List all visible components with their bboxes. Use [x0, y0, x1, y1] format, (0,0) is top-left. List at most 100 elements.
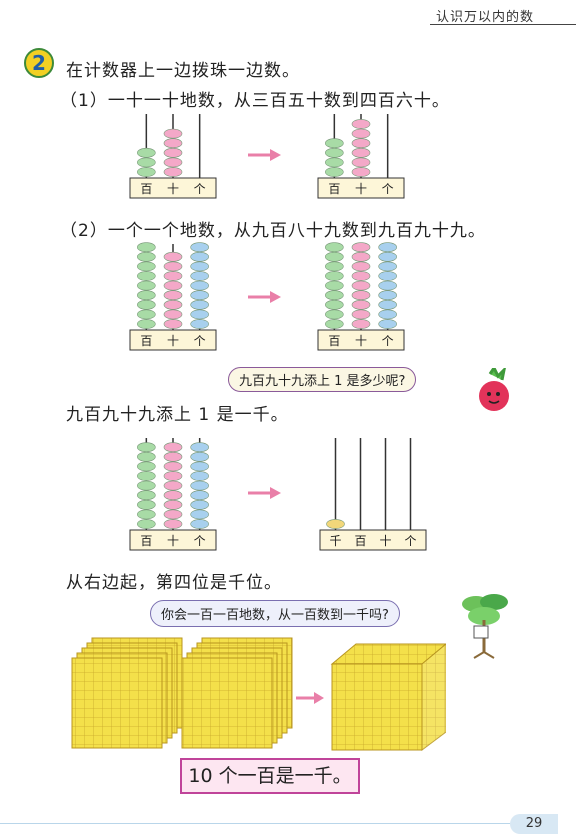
abacus-place-label: 百 — [354, 534, 366, 548]
abacus-place-label: 十 — [355, 334, 367, 348]
abacus-bead — [325, 261, 344, 272]
arrow-icon — [248, 291, 281, 303]
abacus-bead — [351, 251, 371, 262]
abacus-place-label: 个 — [194, 534, 206, 548]
answer-statement: 九百九十九添上 1 是一千。 — [66, 405, 289, 425]
abacus-bead — [163, 499, 183, 510]
abacus-bead — [137, 442, 156, 453]
arrow-icon — [248, 149, 281, 161]
abacus-bead — [325, 280, 344, 291]
part1-text: （1）一十一十地数，从三百五十数到四百六十。 — [60, 91, 450, 111]
abacus-bead — [190, 499, 209, 510]
abacus-bead — [378, 290, 397, 301]
abacus-bead — [190, 280, 209, 291]
abacus-bead — [351, 271, 371, 281]
abacus-bead — [137, 480, 156, 491]
abacus-bead — [325, 167, 344, 177]
plant-character-icon — [462, 594, 508, 659]
abacus-bead — [190, 480, 209, 491]
abacus-place-label: 百 — [140, 182, 152, 196]
abacus-bead — [378, 251, 397, 262]
abacus-bead — [163, 128, 183, 139]
abacus-bead — [325, 271, 344, 281]
abacus-place-label: 十 — [167, 334, 179, 348]
abacus-bead — [378, 261, 397, 272]
abacus-bead — [325, 138, 344, 149]
abacus-place-label: 个 — [194, 334, 206, 348]
abacus-bead — [163, 280, 183, 291]
abacus-bead — [190, 490, 209, 501]
abacus-bead — [137, 309, 156, 320]
abacus-bead — [325, 251, 344, 262]
abacus-bead — [378, 309, 397, 320]
abacus-place-label: 百 — [328, 182, 340, 196]
abacus-place-label: 十 — [167, 534, 179, 548]
abacus-bead — [137, 271, 156, 281]
abacus-bead — [325, 147, 344, 158]
abacus-bead — [163, 251, 183, 262]
footer-rule — [0, 823, 510, 824]
abacus-bead — [163, 147, 183, 158]
abacus-place-label: 十 — [355, 182, 367, 196]
abacus-bead — [163, 519, 183, 529]
abacus-bead — [137, 242, 156, 253]
abacus-bead — [351, 280, 371, 291]
abacus-bead — [137, 499, 156, 510]
abacus-bead — [137, 451, 156, 462]
abacus-bead — [351, 242, 371, 253]
abacus-bead — [325, 242, 344, 253]
abacus-place-label: 个 — [382, 334, 394, 348]
abacus-bead — [163, 509, 183, 520]
abacus-bead — [190, 309, 209, 320]
part2-text: （2）一个一个地数，从九百八十九数到九百九十九。 — [60, 221, 486, 241]
abacus-bead — [163, 167, 183, 177]
abacus-bead — [163, 490, 183, 501]
abacus-bead — [190, 251, 209, 262]
abacus-base — [129, 329, 217, 351]
abacus-bead — [163, 290, 183, 301]
abacus-bead — [163, 461, 183, 472]
abacus-bead — [137, 519, 156, 529]
abacus-bead — [326, 519, 345, 529]
abacus-base — [129, 529, 217, 551]
abacus-bead — [325, 319, 344, 329]
base-ten-blocks — [71, 637, 446, 751]
question-bubble-1: 九百九十九添上 1 是多少呢? — [228, 367, 417, 392]
abacus-bead — [137, 251, 156, 262]
abacus-bead — [137, 261, 156, 272]
abacus-bead — [163, 261, 183, 272]
chapter-title: 认识万以内的数 — [435, 10, 534, 25]
abacus-bead — [190, 451, 209, 462]
abacus-bead — [190, 271, 209, 281]
abacus-bead — [137, 471, 156, 481]
abacus-bead — [190, 319, 209, 329]
abacus-bead — [137, 147, 156, 158]
arrow-icon — [296, 692, 324, 704]
abacus-place-label: 十 — [167, 182, 179, 196]
exercise-number-badge: 2 — [24, 48, 54, 78]
abacus-bead — [351, 290, 371, 301]
hundred-flats-stack-1 — [71, 637, 183, 749]
abacus-bead — [163, 442, 183, 453]
abacus-bead — [351, 138, 371, 149]
abacus-bead — [190, 509, 209, 520]
abacus-place-label: 十 — [379, 534, 391, 548]
exercise-instruction: 在计数器上一边拨珠一边数。 — [66, 61, 300, 81]
abacus-bead — [325, 290, 344, 301]
abacus-bead — [325, 157, 344, 168]
abacus-bead — [190, 299, 209, 310]
abacus-place-label: 个 — [404, 534, 416, 548]
abacus-base — [317, 329, 405, 351]
abacus-bead — [137, 280, 156, 291]
abacus-bead — [325, 299, 344, 310]
thousand-cube — [330, 643, 446, 751]
abacus-place-label: 百 — [140, 334, 152, 348]
abacus-place-label: 个 — [194, 182, 206, 196]
abacus-bead — [137, 509, 156, 520]
abacus-bead — [163, 157, 183, 168]
abacus-bead — [351, 261, 371, 272]
abacus-bead — [163, 480, 183, 491]
abacus-bead — [378, 319, 397, 329]
abacus-989: 百十个 — [129, 242, 217, 351]
abacus-bead — [137, 290, 156, 301]
